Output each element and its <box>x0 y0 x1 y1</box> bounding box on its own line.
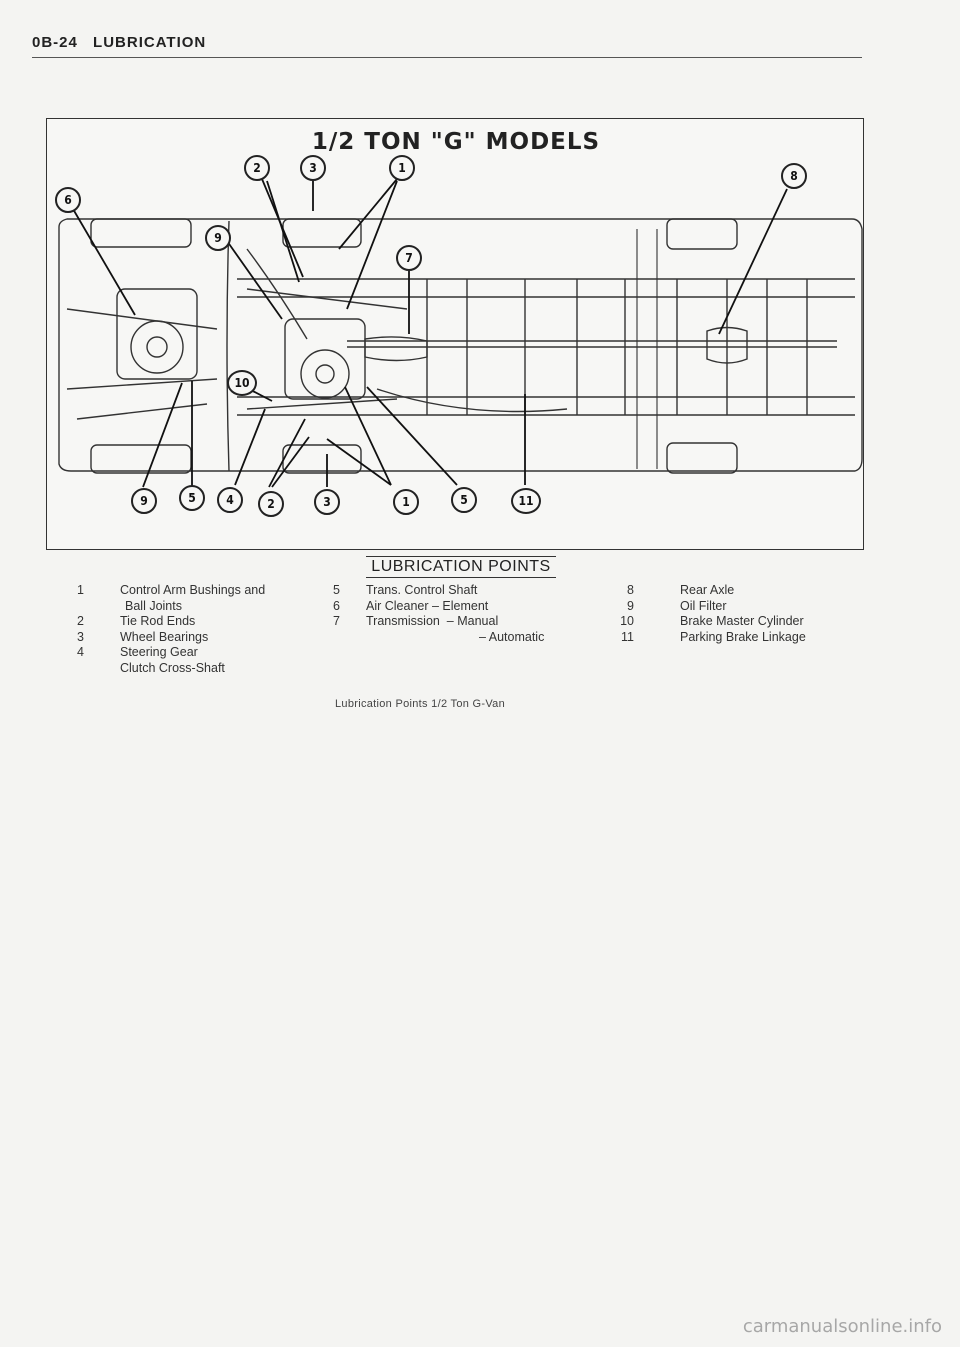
site-watermark: carmanualsonline.info <box>742 1316 942 1337</box>
body-outline <box>58 218 863 472</box>
legend-text: Wheel Bearings <box>120 629 209 644</box>
legend-number: 7 <box>333 614 340 628</box>
legend-text: Control Arm Bushings and <box>120 583 266 597</box>
legend-item: 6 Air Cleaner – Element <box>328 599 588 615</box>
legend-text: Brake Master Cylinder <box>680 614 804 628</box>
legend-item: 1 Control Arm Bushings and <box>70 583 310 599</box>
legend-text: Ball Joints <box>125 598 182 613</box>
legend-column-1: 1 Control Arm Bushings and Ball Joints 2 T… <box>70 583 310 676</box>
callout-9-top: 9 <box>205 225 231 251</box>
callout-1-bottom: 1 <box>393 489 419 515</box>
callout-11: 11 <box>511 488 541 514</box>
legend-number: 1 <box>77 583 84 597</box>
page-header: 0B-24 LUBRICATION <box>32 34 862 58</box>
figure-caption: Lubrication Points 1/2 Ton G-Van <box>334 698 505 710</box>
legend-number: 4 <box>77 645 84 659</box>
legend-item: 3 Wheel Bearings <box>70 630 310 646</box>
legend-item: 10 Brake Master Cylinder <box>616 614 856 630</box>
callout-10: 10 <box>227 370 257 396</box>
callout-8: 8 <box>781 163 807 189</box>
callout-4: 4 <box>217 487 243 513</box>
chassis-drawing <box>58 178 863 488</box>
legend-number: 6 <box>333 598 340 613</box>
legend-column-2: 5 Trans. Control Shaft 6 Air Cleaner – Ele… <box>328 583 588 645</box>
legend-item: – Automatic <box>328 630 588 646</box>
page-code: 0B-24 <box>32 34 78 51</box>
legend-number: 5 <box>333 583 340 597</box>
legend-text: Steering Gear <box>120 645 198 659</box>
legend-item: 8 Rear Axle <box>616 583 856 599</box>
legend-number: 8 <box>627 583 634 597</box>
callout-7: 7 <box>396 245 422 271</box>
legend-number: 3 <box>77 629 84 644</box>
legend-text: Parking Brake Linkage <box>680 629 806 644</box>
callout-3-bottom: 3 <box>314 489 340 515</box>
legend-item: 11 Parking Brake Linkage <box>616 630 856 646</box>
legend-item: 4 Steering Gear <box>70 645 310 661</box>
legend-item: 9 Oil Filter <box>616 599 856 615</box>
callout-6: 6 <box>55 187 81 213</box>
section-title: LUBRICATION <box>93 34 207 51</box>
legend-item: Ball Joints <box>70 599 310 615</box>
legend-text: Trans. Control Shaft <box>366 583 478 597</box>
callout-5-left: 5 <box>179 485 205 511</box>
legend-number: 2 <box>77 614 84 628</box>
figure-title: 1/2 TON "G" MODELS <box>311 129 601 155</box>
callout-1-top: 1 <box>389 155 415 181</box>
legend-number: 10 <box>620 614 634 628</box>
legend-text: Transmission – Manual <box>366 614 499 628</box>
callout-2-top: 2 <box>244 155 270 181</box>
legend-text: Tie Rod Ends <box>120 614 196 628</box>
legend-number: 9 <box>627 598 634 613</box>
legend-text: Clutch Cross-Shaft <box>120 660 225 675</box>
legend-number: 11 <box>621 629 634 644</box>
legend-column-3: 8 Rear Axle 9 Oil Filter 10 Brake Master Cy… <box>616 583 856 645</box>
callout-3-top: 3 <box>300 155 326 181</box>
header-rule <box>32 57 862 58</box>
callout-9-bottom: 9 <box>131 488 157 514</box>
callout-2-bottom: 2 <box>258 491 284 517</box>
chassis-figure: 1/2 TON "G" MODELS 2 3 1 8 6 9 7 10 9 5 … <box>46 118 864 550</box>
callout-5-right: 5 <box>451 487 477 513</box>
legend-item: Clutch Cross-Shaft <box>70 661 310 677</box>
legend-text: Air Cleaner – Element <box>366 598 489 613</box>
legend-text: Oil Filter <box>680 598 727 613</box>
legend-item: 7 Transmission – Manual <box>328 614 588 630</box>
legend-text: Rear Axle <box>680 583 735 597</box>
legend-item: 2 Tie Rod Ends <box>70 614 310 630</box>
legend-heading: LUBRICATION POINTS <box>366 556 556 578</box>
legend-text: – Automatic <box>479 629 545 644</box>
legend-item: 5 Trans. Control Shaft <box>328 583 588 599</box>
